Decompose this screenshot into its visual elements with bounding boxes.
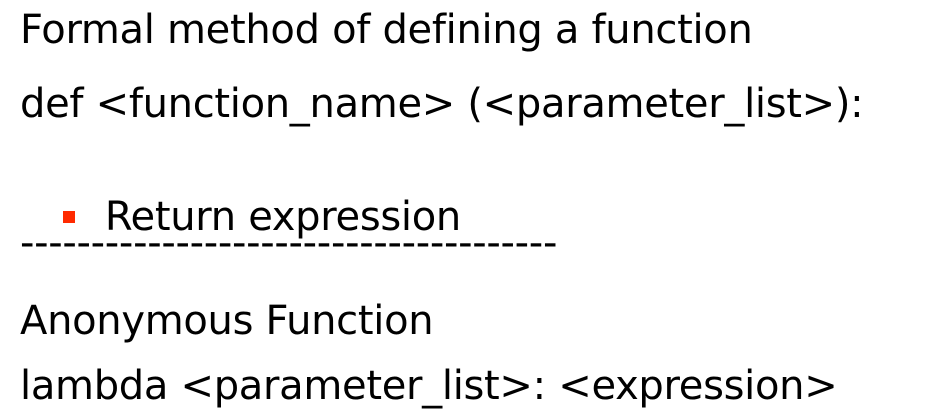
return-bullet-item: Return expression: [38, 145, 461, 241]
return-bullet-text: Return expression: [104, 194, 461, 240]
dashed-separator: --------------------------------------: [20, 220, 558, 266]
def-syntax-line: def <function_name> (<parameter_list>):: [20, 81, 864, 127]
formal-method-heading: Formal method of defining a function: [20, 7, 753, 53]
lambda-syntax-line: lambda <parameter_list>: <expression>: [20, 363, 838, 409]
anonymous-function-heading: Anonymous Function: [20, 298, 434, 344]
square-bullet-icon: [62, 211, 75, 223]
